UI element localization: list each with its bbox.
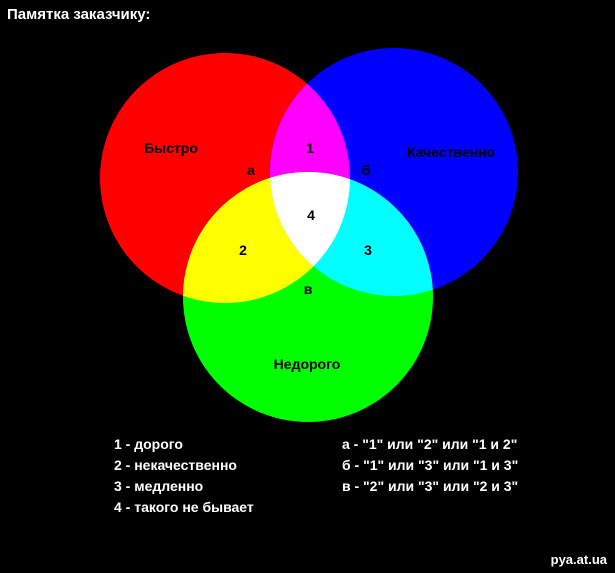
- legend-regions: 1 - дорого 2 - некачественно 3 - медленн…: [114, 434, 254, 518]
- fast-label: Быстро: [144, 140, 198, 156]
- boundary-a-label: а: [247, 162, 255, 178]
- legend-item: а - "1" или "2" или "1 и 2": [342, 436, 518, 452]
- quality-label: Качественно: [407, 144, 495, 160]
- boundary-v-label: в: [304, 281, 313, 297]
- region-2-label: 2: [239, 242, 247, 258]
- legend-item: 4 - такого не бывает: [114, 499, 254, 515]
- region-3-label: 3: [364, 242, 372, 258]
- cheap-label: Недорого: [274, 356, 341, 372]
- page-title: Памятка заказчику:: [7, 6, 151, 23]
- watermark: pya.at.ua: [550, 552, 607, 567]
- region-4-label: 4: [307, 207, 315, 223]
- legend-item: в - "2" или "3" или "2 и 3": [342, 478, 519, 494]
- legend-boundaries: а - "1" или "2" или "1 и 2" б - "1" или …: [342, 434, 518, 497]
- legend-item: б - "1" или "3" или "1 и 3": [342, 457, 519, 473]
- boundary-b-label: б: [362, 162, 371, 178]
- quality-cheap-overlap: [270, 172, 433, 296]
- legend-item: 2 - некачественно: [114, 457, 237, 473]
- region-1-label: 1: [306, 140, 314, 156]
- legend-item: 1 - дорого: [114, 436, 183, 452]
- legend-item: 3 - медленно: [114, 478, 204, 494]
